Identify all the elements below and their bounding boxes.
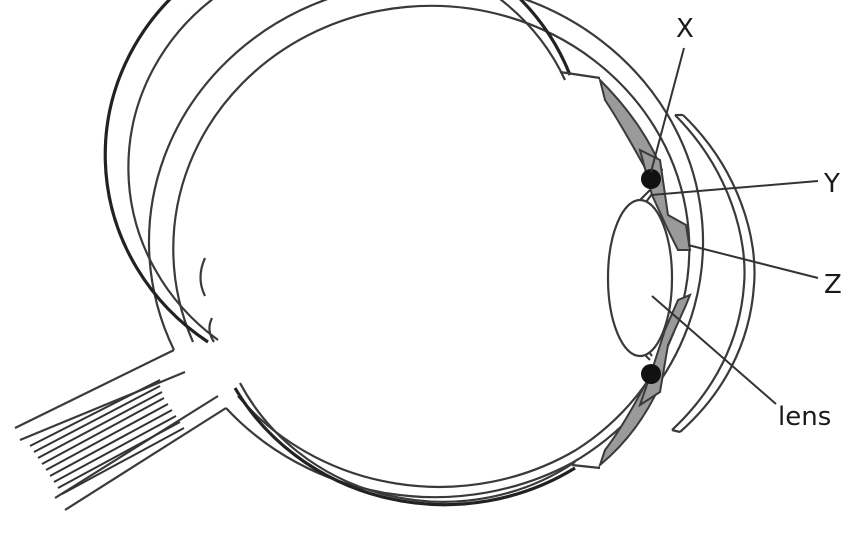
- label-z: Z: [824, 270, 842, 300]
- optic-nerve: [15, 350, 226, 510]
- label-y: Y: [823, 169, 840, 199]
- label-x: X: [676, 14, 694, 44]
- leader-lens: [652, 296, 776, 404]
- leader-y: [651, 181, 818, 195]
- ciliary-muscle-bottom: [641, 364, 661, 384]
- cornea: [672, 115, 755, 432]
- lens-shape: [608, 200, 672, 356]
- retina-layer: [105, 0, 575, 505]
- label-lens: lens: [778, 402, 831, 432]
- ora-serrata: [560, 72, 600, 468]
